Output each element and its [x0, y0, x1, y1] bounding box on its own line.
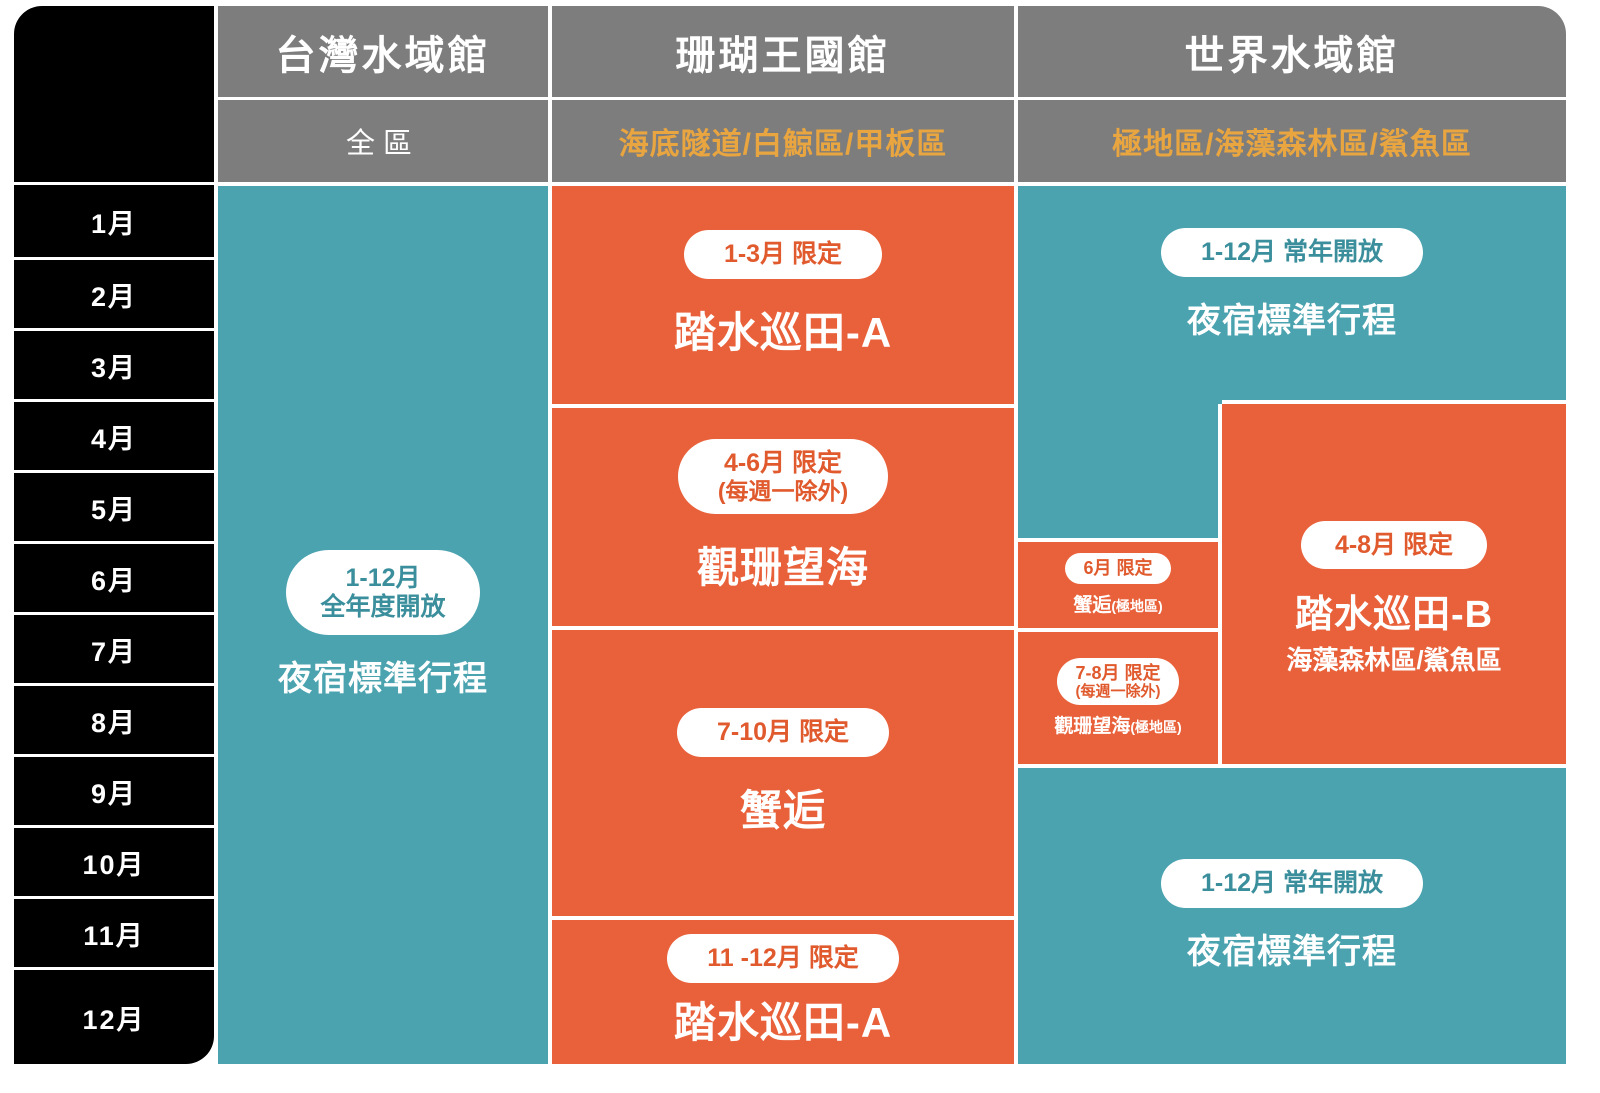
seasonal-schedule-chart: 1月 2月 3月 4月 5月 6月 7月 8月 9月 10月 11月 12月 台… — [14, 6, 1566, 1064]
divider-vertical-1 — [548, 6, 552, 1064]
divider-header-row — [218, 97, 1566, 100]
caption-main: 觀珊望海 — [1054, 716, 1131, 738]
badge-line-1: 11 -12月 限定 — [707, 944, 859, 973]
divider-coral-2 — [552, 626, 1014, 630]
caption-sub: (極地區) — [1111, 597, 1163, 614]
divider-world-1 — [1018, 538, 1222, 542]
month-row-11: 11月 — [14, 896, 214, 967]
month-row-5: 5月 — [14, 470, 214, 541]
block-world-june: 6月 限定 蟹逅(極地區) — [1018, 542, 1218, 628]
month-row-8: 8月 — [14, 683, 214, 754]
caption-coral-apr-jun: 觀珊望海 — [696, 544, 869, 592]
caption-coral-nov-dec: 踏水巡田-A — [673, 998, 893, 1046]
block-world-teal-filler — [1018, 404, 1218, 538]
block-world-tabu-b: 4-8月 限定 踏水巡田-B 海藻森林區/鯊魚區 — [1222, 404, 1566, 764]
column-subheader-coral: 海底隧道/白鯨區/甲板區 — [552, 100, 1014, 182]
badge-coral-jan-mar: 1-3月 限定 — [683, 230, 883, 279]
badge-line-1: 1-12月 — [345, 563, 421, 592]
column-subheader-world: 極地區/海藻森林區/鯊魚區 — [1018, 100, 1566, 182]
badge-taiwan-period: 1-12月 全年度開放 — [286, 549, 480, 636]
caption-taiwan-all-year: 夜宿標準行程 — [278, 660, 488, 699]
month-row-7: 7月 — [14, 612, 214, 683]
month-row-4: 4月 — [14, 399, 214, 470]
block-coral-apr-jun: 4-6月 限定 (每週一除外) 觀珊望海 — [552, 408, 1014, 626]
badge-line-1: 7-10月 限定 — [717, 718, 849, 747]
divider-world-vertical — [1218, 404, 1222, 764]
caption-coral-jul-oct: 蟹逅 — [739, 786, 826, 834]
month-row-12: 12月 — [14, 967, 214, 1064]
caption-world-bottom: 夜宿標準行程 — [1187, 932, 1397, 971]
caption-world-jul-aug: 觀珊望海(極地區) — [1054, 711, 1181, 738]
caption-sub: (極地區) — [1130, 719, 1182, 736]
divider-world-2 — [1018, 628, 1222, 632]
month-column-header-spacer — [14, 6, 214, 182]
column-header-world: 世界水域館 — [1018, 6, 1566, 97]
column-header-coral: 珊瑚王國館 — [552, 6, 1014, 97]
divider-vertical-0 — [214, 6, 218, 1064]
block-coral-jul-oct: 7-10月 限定 蟹逅 — [552, 630, 1014, 916]
month-row-9: 9月 — [14, 754, 214, 825]
badge-world-bottom: 1-12月 常年開放 — [1161, 859, 1423, 908]
month-row-6: 6月 — [14, 541, 214, 612]
block-coral-jan-mar: 1-3月 限定 踏水巡田-A — [552, 186, 1014, 404]
month-row-1: 1月 — [14, 182, 214, 257]
caption-world-tabu-b: 踏水巡田-B — [1294, 594, 1494, 637]
block-coral-nov-dec: 11 -12月 限定 踏水巡田-A — [552, 920, 1014, 1064]
column-subheader-taiwan: 全區 — [218, 100, 548, 182]
badge-line-1: 7-8月 限定 — [1075, 662, 1161, 683]
divider-coral-1 — [552, 404, 1014, 408]
divider-world-b-top — [1222, 400, 1566, 404]
column-header-taiwan: 台灣水域館 — [218, 6, 548, 97]
badge-line-1: 1-12月 常年開放 — [1201, 869, 1383, 898]
divider-world-3 — [1018, 764, 1566, 768]
badge-coral-nov-dec: 11 -12月 限定 — [667, 934, 899, 983]
month-column: 1月 2月 3月 4月 5月 6月 7月 8月 9月 10月 11月 12月 — [14, 6, 214, 1064]
block-world-bottom-year-round: 1-12月 常年開放 夜宿標準行程 — [1018, 768, 1566, 1064]
caption-main: 蟹逅 — [1073, 594, 1112, 616]
badge-world-top: 1-12月 常年開放 — [1161, 228, 1423, 277]
badge-line-2: (每週一除外) — [1075, 683, 1161, 701]
badge-line-2: 全年度開放 — [320, 592, 446, 621]
month-row-3: 3月 — [14, 328, 214, 399]
badge-line-2: (每週一除外) — [717, 477, 849, 504]
divider-header-body — [218, 182, 1566, 186]
badge-line-1: 6月 限定 — [1083, 558, 1153, 579]
badge-line-1: 4-8月 限定 — [1334, 530, 1454, 559]
month-row-10: 10月 — [14, 825, 214, 896]
block-taiwan-all-year: 1-12月 全年度開放 夜宿標準行程 — [218, 186, 548, 1064]
block-world-jul-aug: 7-8月 限定 (每週一除外) 觀珊望海(極地區) — [1018, 632, 1218, 764]
divider-vertical-2 — [1014, 6, 1018, 1064]
block-world-top-year-round: 1-12月 常年開放 夜宿標準行程 — [1018, 186, 1566, 404]
badge-coral-apr-jun: 4-6月 限定 (每週一除外) — [677, 438, 889, 515]
caption-coral-jan-mar: 踏水巡田-A — [673, 308, 893, 356]
badge-world-june: 6月 限定 — [1065, 553, 1171, 584]
badge-line-1: 1-12月 常年開放 — [1201, 238, 1383, 266]
divider-coral-3 — [552, 916, 1014, 920]
badge-world-jul-aug: 7-8月 限定 (每週一除外) — [1057, 657, 1179, 706]
badge-line-1: 4-6月 限定 — [723, 448, 843, 477]
month-row-2: 2月 — [14, 257, 214, 328]
badge-world-tabu-b: 4-8月 限定 — [1300, 520, 1488, 570]
badge-coral-jul-oct: 7-10月 限定 — [677, 708, 889, 757]
caption-world-june: 蟹逅(極地區) — [1073, 590, 1162, 617]
caption-world-top: 夜宿標準行程 — [1187, 301, 1397, 340]
caption-world-tabu-b-sub: 海藻森林區/鯊魚區 — [1286, 645, 1502, 676]
badge-line-1: 1-3月 限定 — [723, 240, 843, 269]
